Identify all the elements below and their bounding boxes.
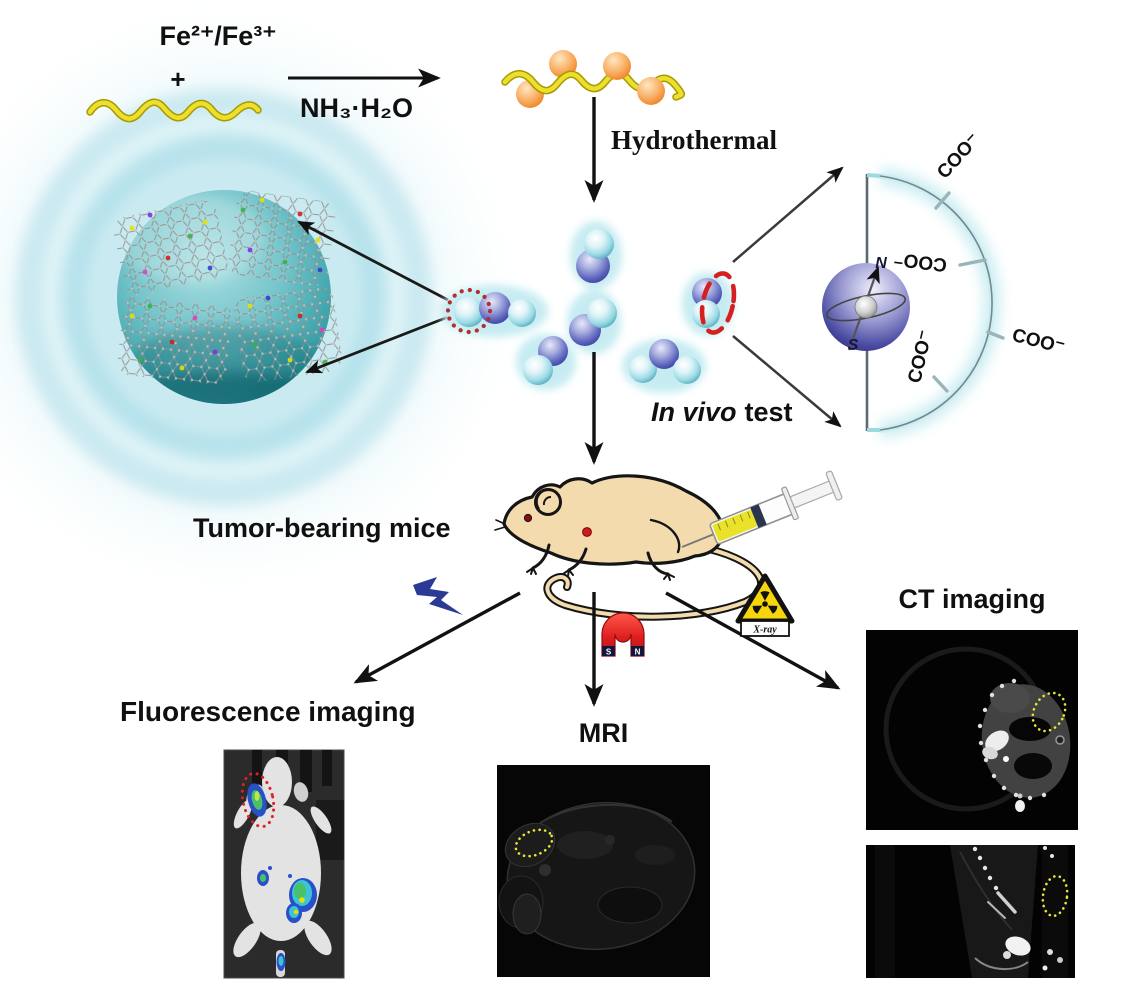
tumor-dot [582, 527, 592, 537]
zoom-target-dotted-circle [445, 287, 493, 335]
zoom-target-dashed-ellipse [699, 271, 737, 335]
invivo-rest: test [744, 397, 793, 427]
mri-tumor-dotted-outline [514, 828, 554, 858]
nanoclusters [454, 229, 722, 385]
invivo-italic: In vivo [651, 397, 737, 427]
magnet-pole-s: S [606, 648, 612, 657]
mouse-eye [523, 513, 533, 523]
mouse-body [502, 474, 725, 566]
fluorescence-signal-tumor [247, 783, 267, 817]
reagent-label: NH₃·H₂O [300, 93, 413, 123]
plus-sign: + [170, 64, 186, 94]
graphene-sheet-patches [113, 191, 342, 385]
ct-axial-image-panel [866, 630, 1078, 830]
mouse-illustration [494, 474, 766, 621]
nanoparticle-seed [603, 52, 631, 80]
radiation-icon: X-ray [735, 573, 795, 637]
carbon-dot-sphere-zoom [0, 0, 524, 597]
reactants-label: Fe²⁺/Fe³⁺ [159, 21, 277, 51]
ct-label: CT imaging [898, 584, 1046, 614]
zoom-lines-left [297, 220, 449, 374]
ct-axial-tumor-dotted-outline [1031, 691, 1067, 733]
nanoparticle-seed [637, 77, 665, 105]
polymer-chain-reactant [86, 98, 262, 123]
iron-loaded-chain-product [501, 50, 685, 108]
dopant-atoms [129, 197, 328, 371]
magnet-icon: S N [601, 612, 645, 657]
fluorescence-signal-abdomen [257, 866, 317, 923]
tumor-mice-label: Tumor-bearing mice [193, 513, 451, 543]
shell-linker-ticks [932, 191, 1005, 393]
ct-sagittal-tumor-dotted-outline [1041, 874, 1069, 918]
fluorescence-label: Fluorescence imaging [120, 696, 416, 727]
lightning-icon [413, 577, 463, 615]
coo-label-right: COO⁻ [1010, 325, 1067, 358]
fluorescence-image-panel [223, 749, 345, 979]
hydrothermal-label: Hydrothermal [611, 125, 777, 155]
coo-label-bottom: COO⁻ [904, 328, 936, 385]
modality-arrows [353, 591, 841, 707]
tumor-dotted-outline [240, 771, 276, 829]
fluorescence-signal-tail [276, 953, 286, 971]
mri-label: MRI [578, 718, 629, 748]
syringe-icon [681, 470, 843, 548]
magnet-pole-n: N [635, 648, 641, 657]
xray-label: X-ray [752, 625, 777, 636]
coo-label-top: COO⁻ [933, 129, 984, 183]
mri-image-panel [497, 765, 710, 977]
ct-sagittal-image-panel [866, 845, 1075, 978]
zoom-lines-right [732, 166, 844, 428]
magnetic-core-shell-detail: N S COO⁻ COO⁻ COO⁻ COO⁻ [822, 129, 1067, 439]
coo-label-middle: COO⁻ [893, 248, 948, 275]
core-center-ball [854, 295, 878, 319]
pole-s-label: S [848, 337, 859, 354]
pole-n-label: N [875, 255, 887, 272]
